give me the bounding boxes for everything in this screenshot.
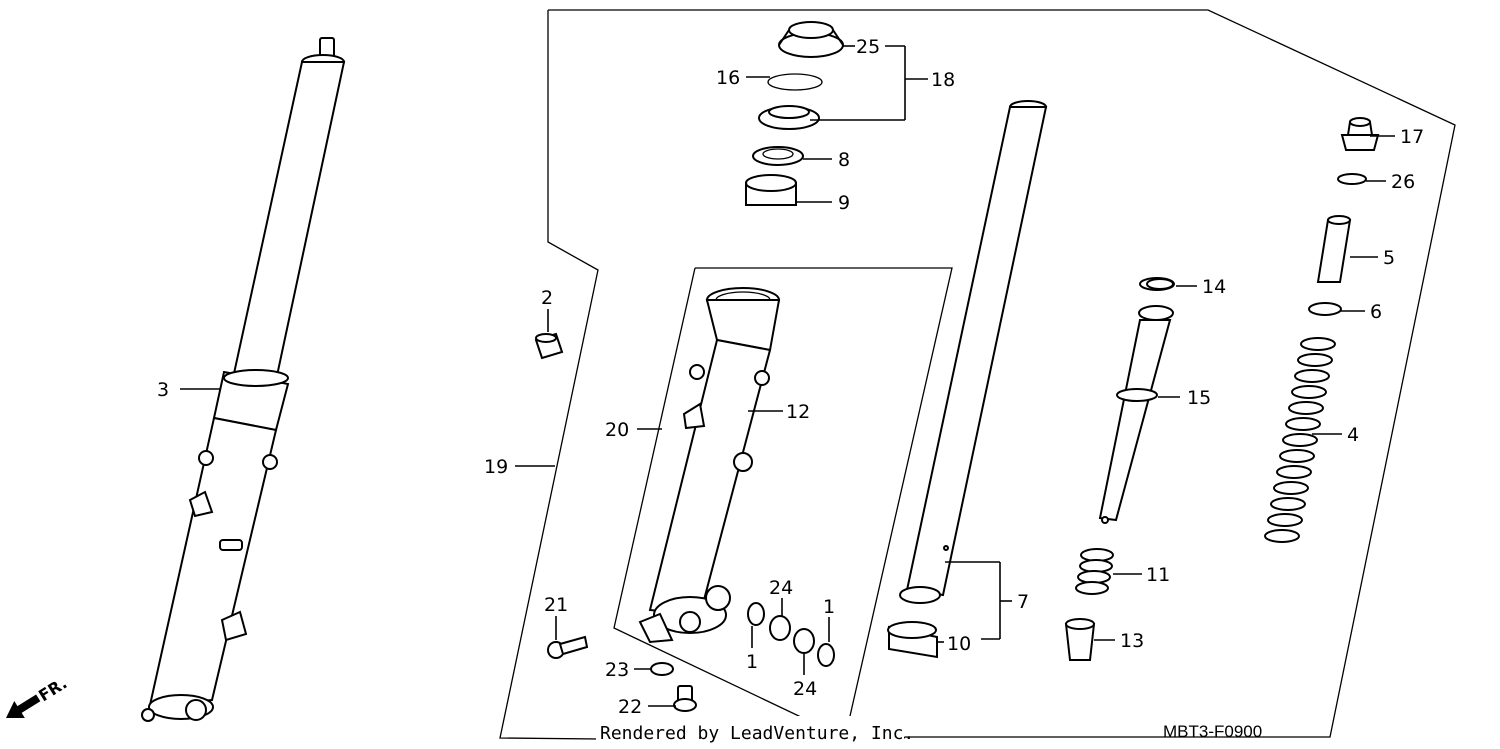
damper-rod <box>1098 277 1175 524</box>
callout-12: 12 <box>786 401 810 423</box>
callout-4: 4 <box>1347 424 1359 446</box>
callout-2: 2 <box>541 287 553 309</box>
callout-16: 16 <box>716 67 740 89</box>
callout-25: 25 <box>856 36 880 58</box>
part-6-spring-seat <box>1308 302 1342 316</box>
callout-8: 8 <box>838 149 850 171</box>
part-17-cap-bolt <box>1340 117 1380 151</box>
axle-collars <box>747 602 835 667</box>
watermark-text: Rendered by LeadVenture, Inc. <box>600 723 914 744</box>
callout-9: 9 <box>838 192 850 214</box>
front-indicator-label: FR. <box>35 673 70 705</box>
assembled-fork <box>141 37 346 722</box>
diagram-code: MBT3-F0900 <box>1163 722 1262 741</box>
leader-lines <box>180 45 1395 707</box>
callout-22: 22 <box>618 696 642 718</box>
callout-21: 21 <box>544 594 568 616</box>
part-10-bushing <box>887 621 938 659</box>
part-14-washer <box>1146 278 1174 290</box>
part-22-bolt <box>673 685 697 712</box>
part-23-washer <box>650 662 674 676</box>
callout-14: 14 <box>1202 276 1226 298</box>
callout-20: 20 <box>605 419 629 441</box>
callout-7: 7 <box>1017 591 1029 613</box>
inner-tube <box>899 100 1048 604</box>
callout-15: 15 <box>1187 387 1211 409</box>
callout-1-left: 1 <box>746 651 758 673</box>
callout-11: 11 <box>1146 564 1170 586</box>
callout-17: 17 <box>1400 126 1424 148</box>
part-4-fork-spring <box>1264 337 1336 543</box>
callout-6: 6 <box>1370 301 1382 323</box>
part-13-oil-lock <box>1064 618 1096 661</box>
callout-18: 18 <box>931 69 955 91</box>
callout-24-top: 24 <box>769 577 793 599</box>
callout-3: 3 <box>157 379 169 401</box>
callout-13: 13 <box>1120 630 1144 652</box>
front-direction-arrow: FR. <box>6 673 70 719</box>
part-21-bolt <box>547 635 589 659</box>
upper-seal-parts <box>745 21 844 206</box>
callout-5: 5 <box>1383 247 1395 269</box>
outer-fork-case <box>638 287 781 644</box>
callout-10: 10 <box>947 633 971 655</box>
callout-26: 26 <box>1391 171 1415 193</box>
callout-19: 19 <box>484 456 508 478</box>
callout-24-bottom: 24 <box>793 678 817 700</box>
part-11-rebound-spring <box>1075 548 1114 595</box>
part-2-bushing <box>534 332 564 360</box>
callout-23: 23 <box>605 659 629 681</box>
part-5-spacer <box>1316 215 1352 283</box>
callout-1-right: 1 <box>823 596 835 618</box>
callouts: 3 2 19 20 12 25 16 18 8 9 7 10 14 15 11 … <box>157 36 1424 718</box>
part-26-o-ring <box>1337 173 1367 185</box>
